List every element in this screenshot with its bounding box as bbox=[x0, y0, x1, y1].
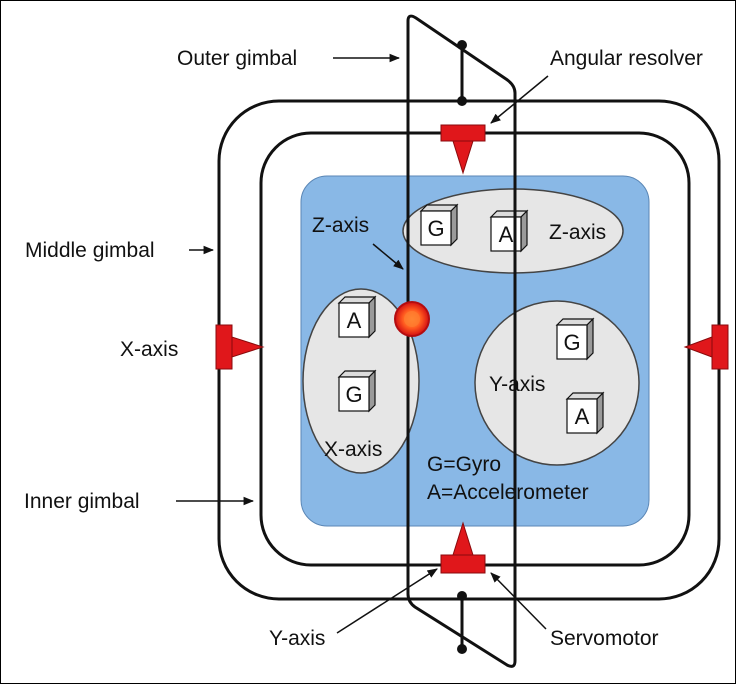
y-axis-group-label: Y-axis bbox=[489, 373, 545, 396]
servomotor-label: Servomotor bbox=[550, 627, 659, 650]
servomotor-arrow bbox=[490, 572, 547, 630]
gyro-box-y: G bbox=[555, 317, 595, 361]
angular-resolver-arrow bbox=[490, 75, 549, 124]
accelerometer-box-y: A bbox=[565, 391, 605, 435]
accel-label-x: A bbox=[347, 308, 362, 333]
outer-gimbal-frame bbox=[406, 14, 517, 668]
accelerometer-box-x: A bbox=[337, 295, 377, 339]
x-axis-sensor-group: A G X-axis bbox=[302, 288, 420, 474]
top-bearing bbox=[457, 40, 467, 106]
gyro-box-x: G bbox=[337, 369, 377, 413]
y-axis-sensor-group: G A Y-axis bbox=[474, 300, 640, 466]
y-axis-arrow bbox=[336, 568, 438, 634]
accelerometer-box-z: A bbox=[489, 209, 529, 253]
legend-accelerometer: A=Accelerometer bbox=[427, 481, 589, 504]
x-axis-actuator-left bbox=[215, 324, 265, 370]
x-axis-group-label: X-axis bbox=[324, 438, 382, 461]
outer-gimbal-label: Outer gimbal bbox=[177, 47, 297, 70]
accel-label-y: A bbox=[575, 404, 590, 429]
angular-resolver-top bbox=[440, 124, 486, 175]
gyro-box-z: G bbox=[419, 203, 459, 247]
actuator-right bbox=[683, 324, 729, 370]
servomotor-bottom bbox=[440, 521, 486, 574]
gyro-label-y: G bbox=[563, 330, 580, 355]
gyro-label-z: G bbox=[427, 216, 444, 241]
central-pivot bbox=[394, 301, 430, 337]
z-axis-arrow bbox=[372, 243, 404, 270]
inner-gimbal-label: Inner gimbal bbox=[24, 490, 140, 513]
x-axis-label: X-axis bbox=[120, 338, 178, 361]
bottom-bearing bbox=[457, 591, 467, 654]
z-axis-sensor-group: G A Z-axis bbox=[402, 188, 624, 274]
y-axis-label: Y-axis bbox=[269, 627, 325, 650]
legend-gyro: G=Gyro bbox=[427, 453, 501, 476]
accel-label-z: A bbox=[499, 222, 514, 247]
z-axis-group-label: Z-axis bbox=[549, 221, 606, 244]
gyro-label-x: G bbox=[345, 382, 362, 407]
middle-gimbal-label: Middle gimbal bbox=[25, 239, 155, 262]
angular-resolver-label: Angular resolver bbox=[550, 47, 703, 70]
z-axis-pointer-label: Z-axis bbox=[312, 214, 369, 237]
